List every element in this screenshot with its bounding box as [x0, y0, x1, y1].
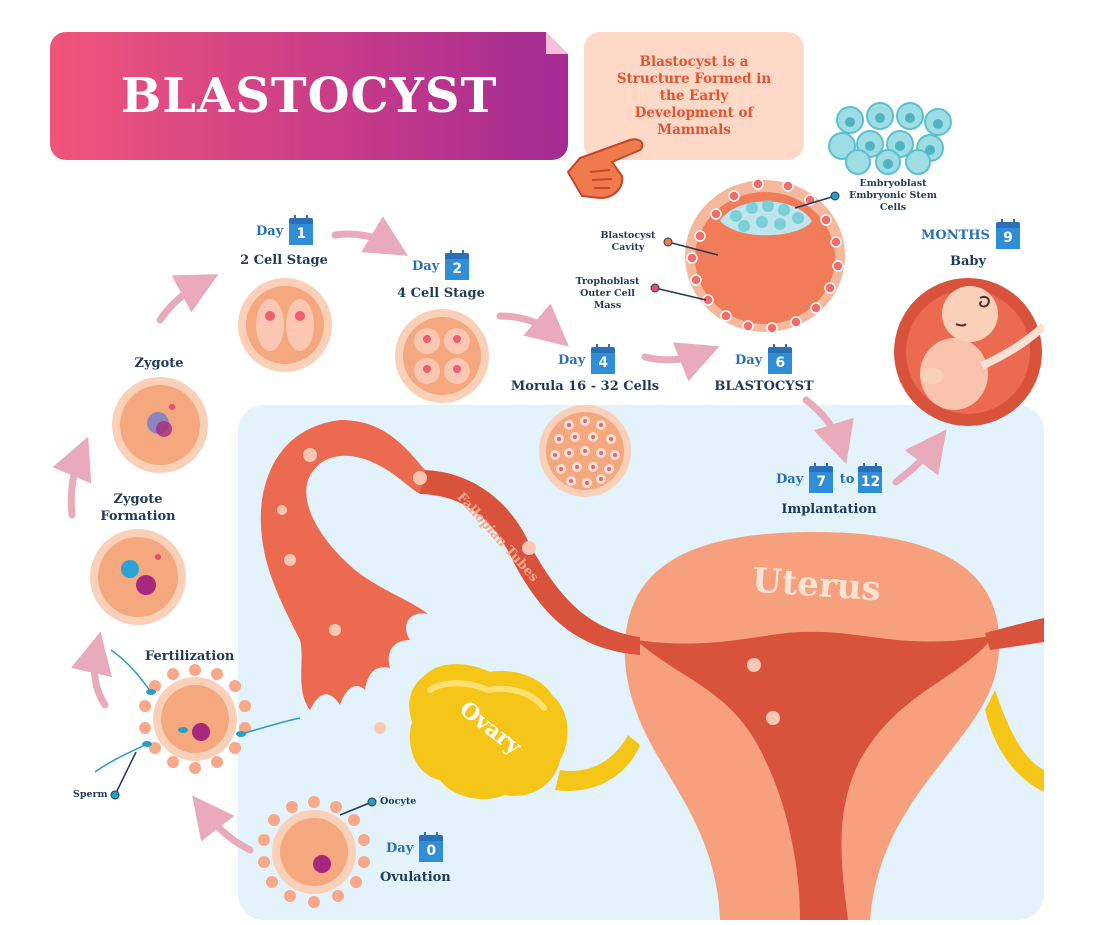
trophoblast-line1: Trophoblast: [575, 276, 640, 287]
zygote-formation-illustration: [90, 529, 186, 625]
calendar-icon: 4: [591, 344, 616, 374]
sperm-callout: Sperm: [73, 789, 108, 800]
calendar-icon: 6: [768, 344, 793, 374]
four-cell-illustration: [395, 309, 489, 403]
title-banner: [50, 32, 568, 160]
zygote-label: Zygote: [134, 356, 184, 371]
blastocyst-illustration: [685, 178, 845, 334]
trophoblast-line2: Outer Cell Mass: [580, 288, 635, 311]
day4-number: 4: [591, 353, 616, 374]
day6-badge: Day 6: [735, 344, 793, 374]
zygote-formation-line2: Formation: [100, 509, 176, 524]
implantation-to: to: [839, 472, 855, 487]
right-tube: [985, 618, 1044, 650]
day4-badge: Day 4: [558, 344, 616, 374]
day1-badge: Day 1: [256, 215, 314, 245]
left-ligament: [555, 735, 640, 791]
zygote-illustration: [112, 377, 208, 473]
page-title: BLASTOCYST: [120, 68, 498, 124]
embryoblast-callout: Embryoblast Embryonic Stem Cells: [843, 178, 943, 214]
description-text: Blastocyst is a Structure Formed in the …: [616, 53, 772, 138]
calendar-icon: 0: [419, 832, 444, 862]
oocyte-illustration: [258, 796, 370, 908]
ovulation-day-number: 0: [419, 841, 444, 862]
day2-label: Day: [412, 259, 440, 274]
ovulation-day-label: Day: [386, 841, 414, 856]
calendar-icon: 1: [289, 215, 314, 245]
four-cell-label: 4 Cell Stage: [397, 286, 485, 301]
stem-cells-cluster-icon: [828, 102, 952, 175]
two-cell-illustration: [238, 278, 332, 372]
ovulation-label: Ovulation: [380, 870, 451, 885]
months-number: 9: [995, 228, 1020, 249]
day1-label: Day: [256, 224, 284, 239]
calendar-icon: 12: [858, 463, 883, 493]
cavity-line1: Blastocyst: [600, 230, 656, 241]
day6-number: 6: [768, 353, 793, 374]
months-badge: MONTHS 9: [921, 219, 1020, 249]
calendar-icon: 9: [995, 219, 1020, 249]
uterine-cavity: [636, 631, 995, 920]
embryoblast-line2: Embryonic Stem: [849, 190, 937, 201]
oocyte-callout: Oocyte: [380, 796, 417, 807]
day2-number: 2: [445, 259, 470, 280]
months-label: MONTHS: [921, 228, 990, 243]
implantation-label: Implantation: [781, 502, 877, 517]
baby-illustration: [894, 278, 1044, 426]
pointing-hand-icon: [566, 138, 644, 200]
right-ligament: [985, 690, 1044, 792]
fertilization-illustration: [94, 649, 301, 774]
cavity-line2: Cavity: [611, 242, 645, 253]
implantation-day-to: 12: [858, 472, 883, 493]
fertilization-label: Fertilization: [145, 649, 235, 664]
fimbriae: [260, 420, 428, 710]
embryoblast-line3: Cells: [879, 202, 907, 213]
fallopian-tube: [420, 470, 640, 655]
description-box: Blastocyst is a Structure Formed in the …: [584, 32, 804, 160]
day4-label: Day: [558, 353, 586, 368]
ovulation-day: Day 0: [386, 832, 444, 862]
calendar-icon: 7: [809, 463, 834, 493]
day1-number: 1: [289, 224, 314, 245]
two-cell-label: 2 Cell Stage: [240, 253, 328, 268]
implantation-day-from: 7: [809, 472, 834, 493]
trophoblast-callout: Trophoblast Outer Cell Mass: [565, 276, 650, 312]
embryoblast-line1: Embryoblast: [859, 178, 927, 189]
zygote-formation-line1: Zygote: [113, 492, 163, 507]
page-fold-corner: [546, 32, 568, 54]
day6-label: Day: [735, 353, 763, 368]
day2-badge: Day 2: [412, 250, 470, 280]
blastocyst-label: BLASTOCYST: [714, 379, 814, 394]
cavity-callout: Blastocyst Cavity: [598, 230, 658, 254]
morula-label: Morula 16 - 32 Cells: [510, 379, 660, 394]
calendar-icon: 2: [445, 250, 470, 280]
implantation-day-label: Day: [776, 472, 804, 487]
baby-label: Baby: [949, 254, 987, 269]
morula-illustration: [539, 405, 631, 497]
